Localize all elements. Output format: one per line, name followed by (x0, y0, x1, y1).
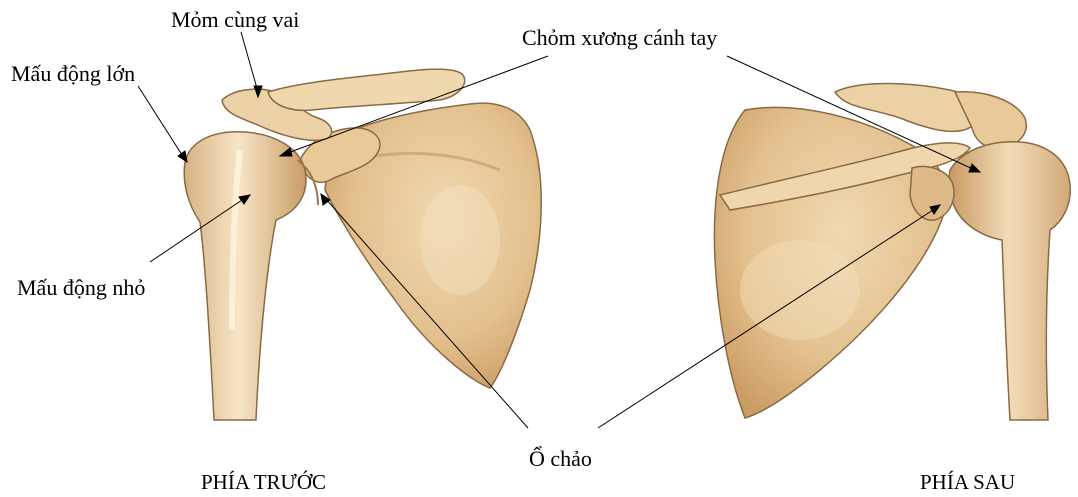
caption-back: PHÍA SAU (920, 472, 1015, 493)
back-view-bones (714, 84, 1070, 421)
front-view-bones (184, 69, 541, 420)
label-acromion: Mỏm cùng vai (171, 9, 299, 31)
label-humeral-head: Chỏm xương cánh tay (522, 27, 717, 49)
label-greater-tubercle: Mấu động lớn (11, 63, 135, 85)
back-humerus (949, 142, 1070, 420)
front-clavicle (268, 69, 465, 110)
caption-front: PHÍA TRƯỚC (201, 472, 326, 493)
front-humerus (184, 132, 306, 420)
label-lesser-tubercle: Mấu động nhỏ (17, 277, 145, 299)
label-glenoid: Ổ chảo (529, 448, 592, 470)
